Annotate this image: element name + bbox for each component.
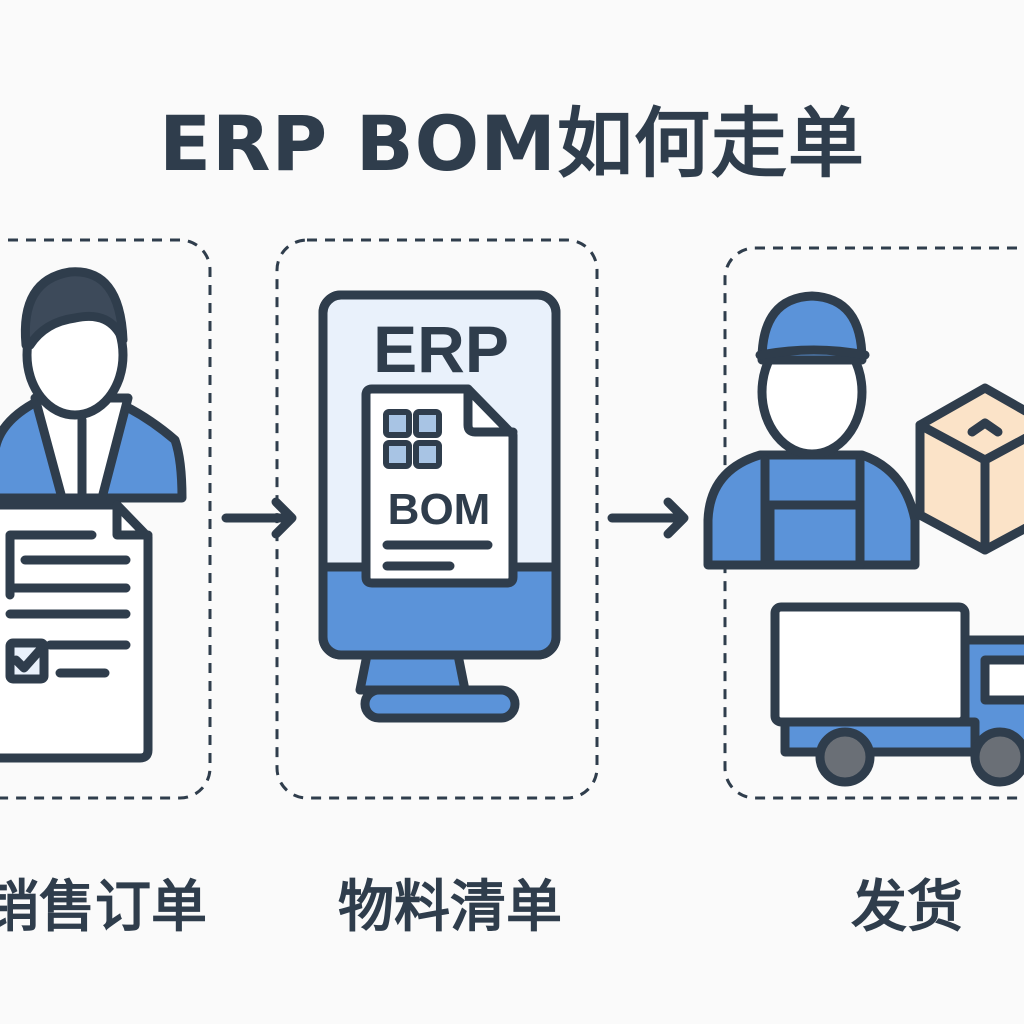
page-title: ERP BOM如何走单 [159,99,865,188]
step-label-bom: 物料清单 [338,875,562,940]
businessman-icon [0,267,187,503]
arrow-icon [607,497,689,539]
arrow-icon [221,497,297,539]
step-label-shipping: 发货 [851,875,963,940]
step-label-sales-order: 销售订单 [0,875,207,940]
document-icon [0,500,153,763]
grid-icon [383,409,442,469]
step-panel-sales-order [0,238,212,800]
package-box-icon [915,383,1024,555]
document-title: BOM [388,485,491,534]
computer-monitor-icon: ERP BOM [318,290,561,723]
delivery-truck-icon [770,602,1024,787]
wheel-icon [815,727,875,787]
screen-title: ERP [373,312,509,386]
delivery-worker-icon [703,291,920,570]
wheel-icon [970,727,1024,787]
